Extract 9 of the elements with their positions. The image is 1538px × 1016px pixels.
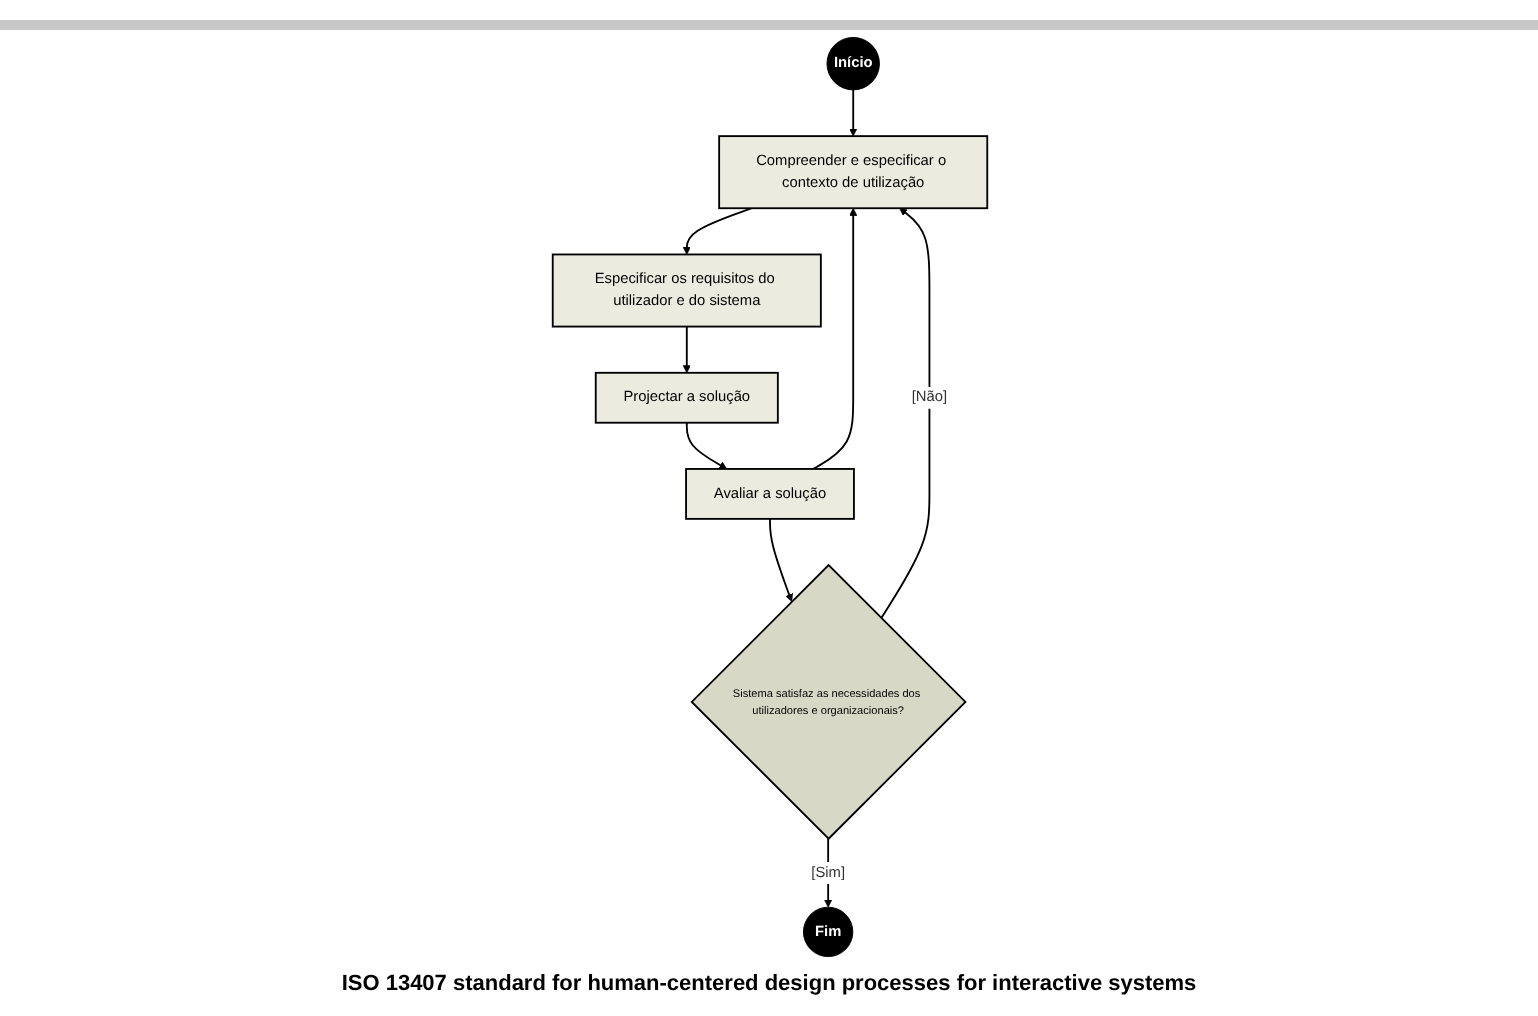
arrow — [811, 207, 857, 470]
arrow — [681, 207, 752, 255]
arrow — [823, 837, 832, 908]
arrow — [681, 325, 690, 374]
arrow — [684, 421, 727, 470]
arrow — [879, 207, 930, 620]
arrow — [848, 88, 857, 137]
arrow — [768, 517, 792, 602]
caption: ISO 13407 standard for human-centered design processes for interactive systems — [341, 972, 1197, 996]
